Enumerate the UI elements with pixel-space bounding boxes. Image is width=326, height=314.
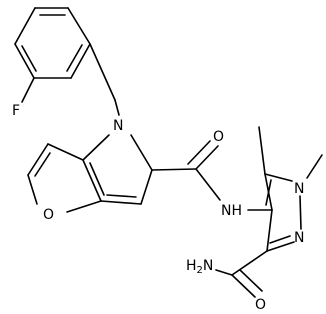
bond: [47, 143, 84, 161]
pyrazole-ring: [258, 126, 323, 252]
bond: [14, 43, 35, 79]
bond-carbonyl: [187, 140, 211, 165]
double-bond-inner: [89, 162, 105, 196]
bond: [266, 209, 273, 252]
bond: [215, 269, 233, 276]
bond: [130, 134, 153, 171]
bond-carbonyl: [231, 274, 256, 298]
carboxamide-nh2-label: H2N: [186, 258, 213, 276]
indole-nitrogen-label: N: [113, 118, 123, 134]
bond: [140, 169, 153, 205]
bond: [14, 7, 36, 45]
amide-linker: [151, 140, 273, 211]
bond-carbonyl: [239, 269, 263, 292]
bond: [66, 200, 102, 213]
double-bond-inner: [265, 179, 272, 206]
furan-oxygen-label: O: [43, 207, 54, 223]
bond: [151, 168, 197, 171]
fluorobenzene-ring: [14, 7, 91, 79]
bond: [195, 168, 221, 201]
fluorine-atom-label: F: [12, 103, 20, 119]
bond: [27, 143, 49, 176]
double-bond-inner: [66, 44, 83, 72]
bond: [114, 99, 120, 116]
bond: [299, 195, 302, 230]
bond: [70, 43, 91, 79]
carboxamide-group: [215, 250, 268, 298]
methyl-bond: [306, 154, 323, 179]
bond-carbonyl: [195, 145, 219, 170]
amide-oxygen-label: O: [213, 129, 224, 145]
bond: [100, 200, 142, 205]
double-bond-inner: [34, 152, 51, 177]
furopyrrole-system: [27, 134, 153, 213]
bond-c-f: [21, 77, 35, 103]
double-bond-inner: [21, 45, 37, 72]
bond: [231, 250, 268, 276]
bond: [27, 174, 38, 205]
methyl-bond: [258, 126, 266, 175]
bond: [264, 173, 293, 182]
bond: [89, 43, 116, 101]
carboxamide-oxygen-label: O: [255, 297, 266, 313]
double-bond-inner: [106, 194, 137, 198]
amide-nh-label: NH: [221, 203, 242, 219]
bond: [82, 134, 110, 161]
double-bond-inner: [269, 235, 291, 244]
pyrazole-n1-label: N: [294, 181, 304, 197]
bond: [82, 159, 102, 202]
bond: [266, 241, 295, 252]
pyrazole-n2-label: N: [294, 230, 304, 246]
bond: [67, 7, 91, 45]
